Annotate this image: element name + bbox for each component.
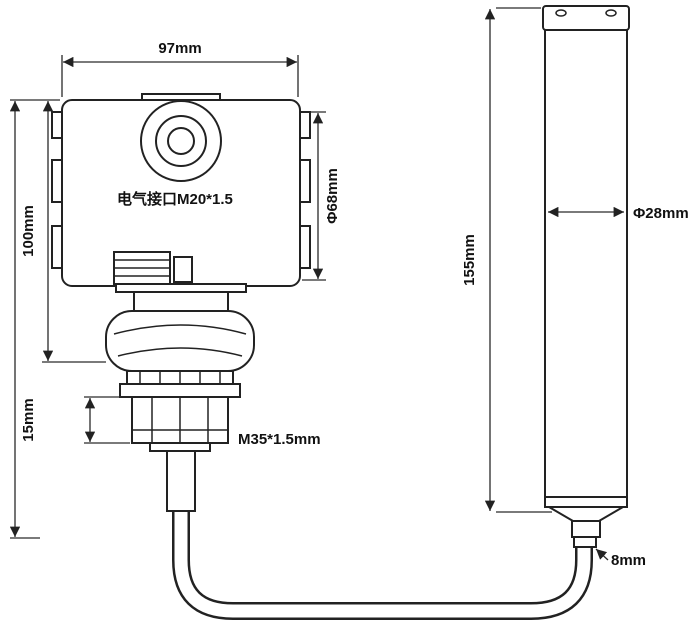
hex-nut — [131, 396, 229, 444]
probe-cap — [542, 5, 630, 31]
cable-outline — [172, 505, 593, 620]
probe-stub-lower — [573, 536, 597, 548]
neck-plate — [115, 283, 247, 293]
terminal-block — [113, 251, 193, 285]
dimension-label-probe-diameter: Φ28mm — [633, 205, 689, 222]
probe-stub-upper — [571, 520, 601, 538]
dimension-label-housing-width: 97mm — [158, 40, 201, 57]
dimension-probe-length: 155mm — [461, 7, 552, 513]
process-connection-body — [105, 310, 255, 372]
dimension-label-housing-height: 100mm — [20, 205, 37, 257]
cable — [172, 505, 593, 620]
dimension-label-housing-diameter: Φ68mm — [324, 168, 341, 224]
dimension-probe-diameter: Φ28mm — [548, 205, 689, 222]
dimension-flange-thickness: 15mm — [20, 396, 130, 444]
cap-vent-hole-left — [555, 9, 567, 17]
dimension-label-cable-diameter: 8mm — [611, 552, 646, 569]
dimension-label-flange-thickness: 15mm — [20, 398, 37, 441]
dimension-housing-width: 97mm — [61, 40, 299, 97]
dimension-cable-diameter: 8mm — [595, 548, 646, 569]
electrical-interface-label: 电气接口M20*1.5 — [117, 190, 233, 208]
thread-spec-label: M35*1.5mm — [238, 431, 321, 448]
neck — [133, 291, 229, 313]
probe-body — [544, 29, 628, 498]
connection-flange — [119, 370, 241, 398]
probe-assembly — [542, 5, 630, 548]
display-face — [140, 100, 222, 182]
dimension-housing-height: 100mm — [20, 101, 106, 363]
nut-step — [149, 442, 211, 452]
cable-core — [174, 505, 591, 618]
cap-vent-hole-right — [605, 9, 617, 17]
dimension-label-probe-length: 155mm — [461, 234, 478, 286]
dimension-overall-height — [9, 99, 60, 539]
dimension-housing-diameter: Φ68mm — [302, 111, 341, 281]
probe-taper — [545, 506, 627, 522]
outlet-pipe — [166, 450, 196, 512]
probe-bottom-band — [544, 496, 628, 508]
transmitter-assembly — [51, 93, 311, 512]
